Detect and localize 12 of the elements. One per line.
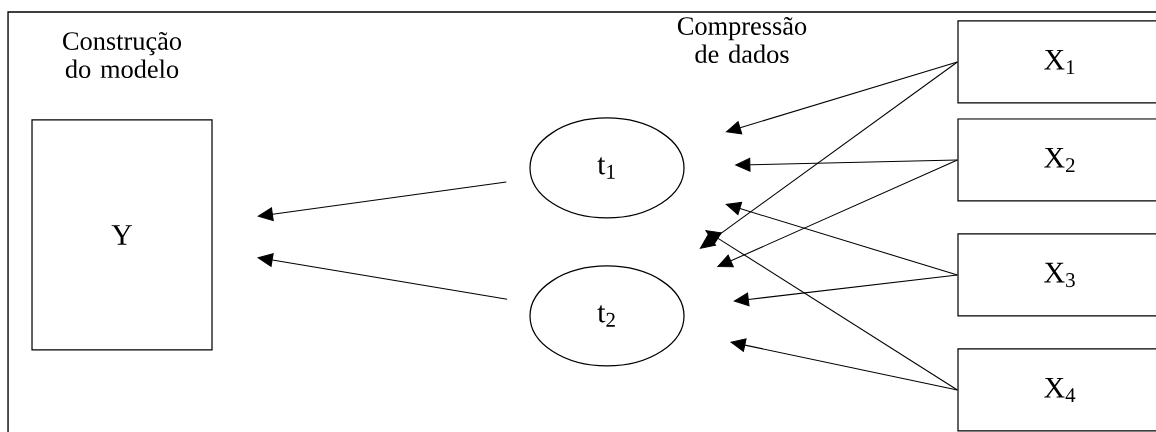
variable-box: Y	[31, 119, 213, 351]
section-heading: Construção do modelo	[63, 31, 182, 79]
variable-box: X$_{2}$	[957, 118, 1156, 202]
arrow	[699, 61, 958, 249]
arrow	[725, 201, 958, 276]
arrow	[733, 274, 958, 307]
arrow	[257, 253, 508, 300]
arrow	[257, 181, 507, 222]
section-heading: Compressão de dados	[677, 16, 807, 64]
variable-box: X$_{4}$	[957, 348, 1156, 432]
variable-box: X$_{1}$	[957, 20, 1156, 104]
variable-box: X$_{3}$	[957, 233, 1156, 317]
